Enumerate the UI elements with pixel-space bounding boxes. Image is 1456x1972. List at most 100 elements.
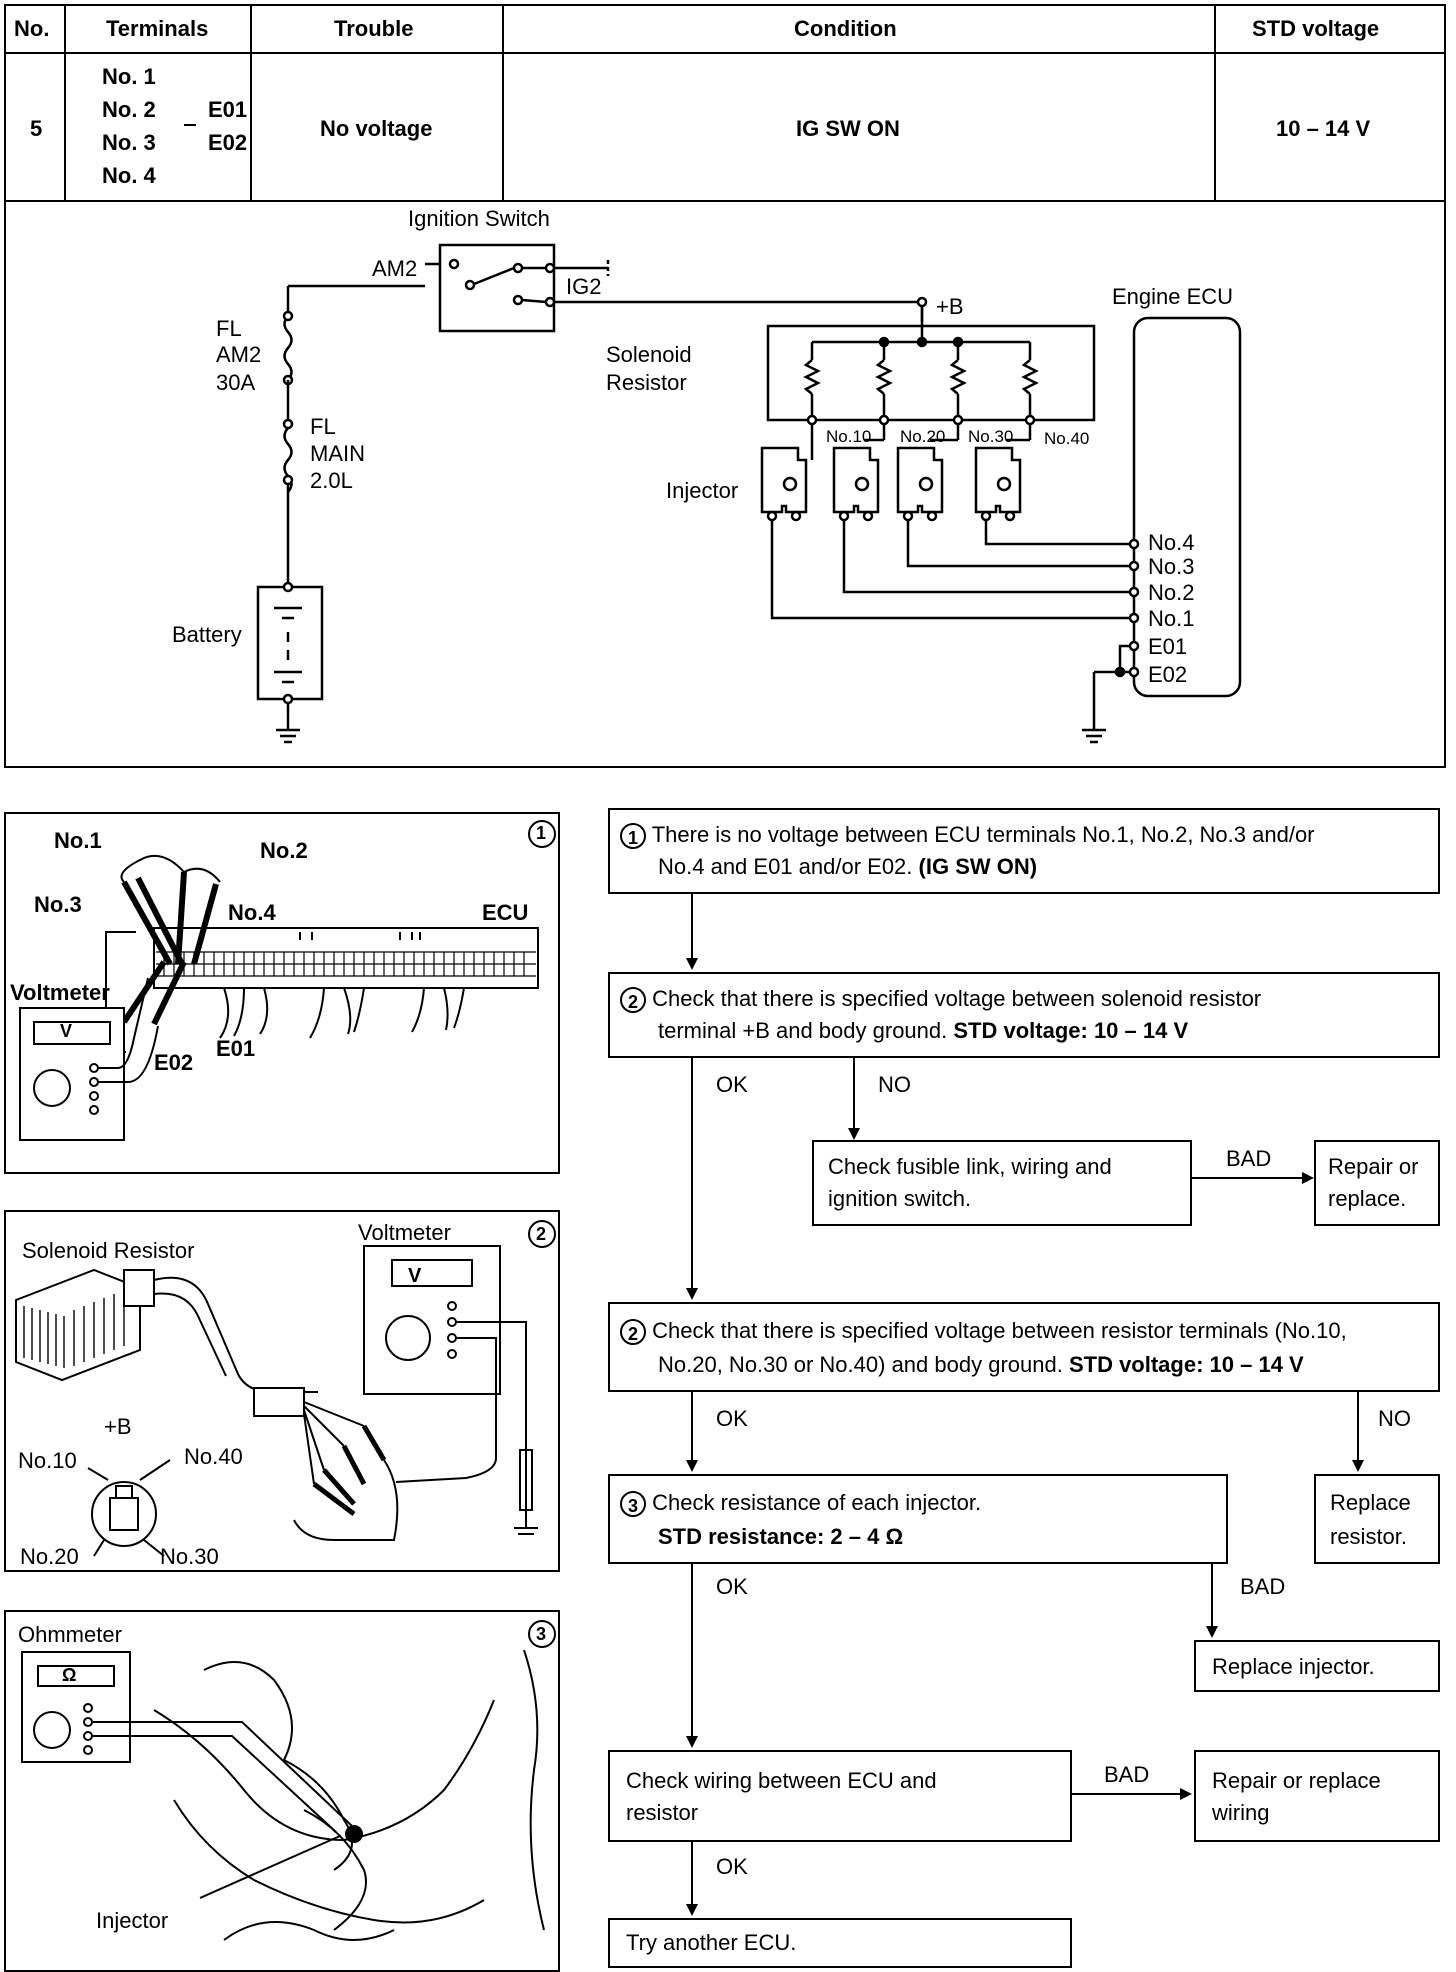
flow-step-2b-line2: No.20, No.30 or No.40) and body ground. [658,1352,1063,1377]
resistor-terminal-no10: No.10 [826,427,872,446]
injector-label: Injector [666,478,739,503]
flow-step-1-number: 1 [620,823,646,850]
ignition-switch-box [438,243,556,333]
figure-1-ecu-label: ECU [482,900,529,925]
flow-wiring-bad: BAD [1104,1762,1150,1787]
flow-step-3-number: 3 [620,1491,646,1518]
plus-b-label: +B [936,294,964,319]
figure-3-injector-label: Injector [96,1908,169,1933]
flow-step-2-no: NO [878,1072,911,1097]
flow-step-3-line1: Check resistance of each injector. [652,1490,982,1515]
flow-replace-resistor: Replace resistor. [1314,1474,1440,1564]
flow-step-2b: 2 Check that there is specified voltage … [608,1302,1440,1392]
flow-replace-injector-text: Replace injector. [1212,1654,1375,1679]
flow-wiring-ok: OK [716,1854,748,1879]
fl-am2-label-3: 30A [216,370,256,395]
flow-step-2-line1: Check that there is specified voltage be… [652,986,1262,1011]
injector-1 [760,446,808,522]
terminal-dash [184,124,196,126]
terminal-e02: E02 [208,130,248,155]
condition-value: IG SW ON [796,116,900,141]
row-no: 5 [30,116,43,141]
flow-repair-wiring-line1: Repair or replace [1212,1768,1381,1793]
std-voltage-value: 10 – 14 V [1276,116,1371,141]
figure-2-no30-label: No.30 [160,1544,219,1569]
flow-repair-replace-line2: replace. [1328,1186,1407,1211]
resistor-terminal-no30: No.30 [968,427,1014,446]
header-no: No. [14,16,50,41]
battery-label: Battery [172,622,242,647]
terminal-e01: E01 [208,97,248,122]
flow-step-2-line2: terminal +B and body ground. [658,1018,948,1043]
flow-step-3: 3 Check resistance of each injector. STD… [608,1474,1228,1564]
wiring-diagram [256,243,1242,744]
ecu-terminal-no3: No.3 [1148,554,1195,579]
ecu-terminal-e02: E02 [1148,662,1188,687]
figure-2-drawing [15,1220,556,1557]
flow-step-3-bad: BAD [1240,1574,1286,1599]
resistor-terminal-no40: No.40 [1044,429,1090,448]
spec-table: No. Terminals Trouble Condition STD volt… [4,4,1446,202]
terminal-no2: No. 2 [102,97,156,122]
engine-ecu-box [1132,316,1242,698]
solenoid-resistor-box [766,324,1096,422]
figure-1-v-label: V [60,1021,73,1041]
figure-1-no3-label: No.3 [34,892,82,917]
flow-check-wiring-line1: Check wiring between ECU and [626,1768,937,1793]
wiring-diagram-frame [4,200,1446,768]
flow-check-wiring-line2: resistor [626,1800,699,1825]
ecu-terminal-no1: No.1 [1148,606,1195,631]
flow-try-ecu-text: Try another ECU. [626,1930,797,1955]
figure-1-no1-label: No.1 [54,828,102,853]
flow-step-2: 2 Check that there is specified voltage … [608,972,1440,1058]
figure-3-number: 3 [536,1624,547,1644]
resistor-terminal-no20: No.20 [900,427,946,446]
flow-repair-replace: Repair or replace. [1314,1140,1440,1226]
terminal-no1: No. 1 [102,64,156,89]
terminal-no4: No. 4 [102,163,156,188]
figure-3-omega-label: Ω [62,1665,77,1685]
figure-2-v-label: V [408,1265,422,1287]
figure-2-no40-label: No.40 [184,1444,243,1469]
flow-step-2b-no: NO [1378,1406,1411,1431]
fl-main-label-3: 2.0L [310,468,353,493]
flow-step-2b-number: 2 [620,1319,646,1346]
am2-label: AM2 [372,256,418,281]
ignition-switch-label: Ignition Switch [408,206,550,231]
injector-3 [896,446,944,522]
flow-step-3-line2-bold: STD resistance: 2 – 4 Ω [658,1524,904,1549]
flow-step-1-line1: There is no voltage between ECU terminal… [651,822,1315,847]
flow-check-fusible-line2: ignition switch. [828,1186,972,1211]
injector-4 [974,446,1022,522]
flow-try-ecu: Try another ECU. [608,1918,1072,1968]
flow-repair-replace-line1: Repair or [1328,1154,1419,1179]
flow-repair-wiring-line2: wiring [1212,1800,1270,1825]
figure-1-number: 1 [536,823,547,843]
figure-2-number: 2 [536,1224,547,1244]
ig2-label: IG2 [566,274,602,299]
fl-main-label-2: MAIN [310,441,365,466]
ecu-terminal-no2: No.2 [1148,580,1195,605]
flow-step-2b-line2-bold: STD voltage: 10 – 14 V [1068,1352,1304,1377]
injector-2 [832,446,880,522]
header-trouble: Trouble [334,16,414,41]
terminal-no3: No. 3 [102,130,156,155]
figure-2-voltmeter-label: Voltmeter [358,1220,451,1245]
flow-step-2b-line1: Check that there is specified voltage be… [652,1318,1347,1343]
figure-1-no4-label: No.4 [228,900,276,925]
flow-step-1-line2: No.4 and E01 and/or E02. [658,854,913,879]
flow-repair-wiring: Repair or replace wiring [1194,1750,1440,1842]
fl-main-label-1: FL [310,414,336,439]
engine-ecu-label: Engine ECU [1112,284,1234,309]
header-std-voltage: STD voltage [1252,16,1380,41]
figure-1-drawing [19,820,556,1141]
header-condition: Condition [794,16,897,41]
flow-step-1: 1 There is no voltage between ECU termin… [608,808,1440,894]
solenoid-label-1: Solenoid [606,342,692,367]
flow-fusible-bad: BAD [1226,1146,1272,1171]
solenoid-label-2: Resistor [606,370,687,395]
flow-step-2-line2-bold: STD voltage: 10 – 14 V [953,1018,1189,1043]
ecu-terminal-no4: No.4 [1148,530,1195,555]
figure-3-drawing [21,1620,556,1941]
